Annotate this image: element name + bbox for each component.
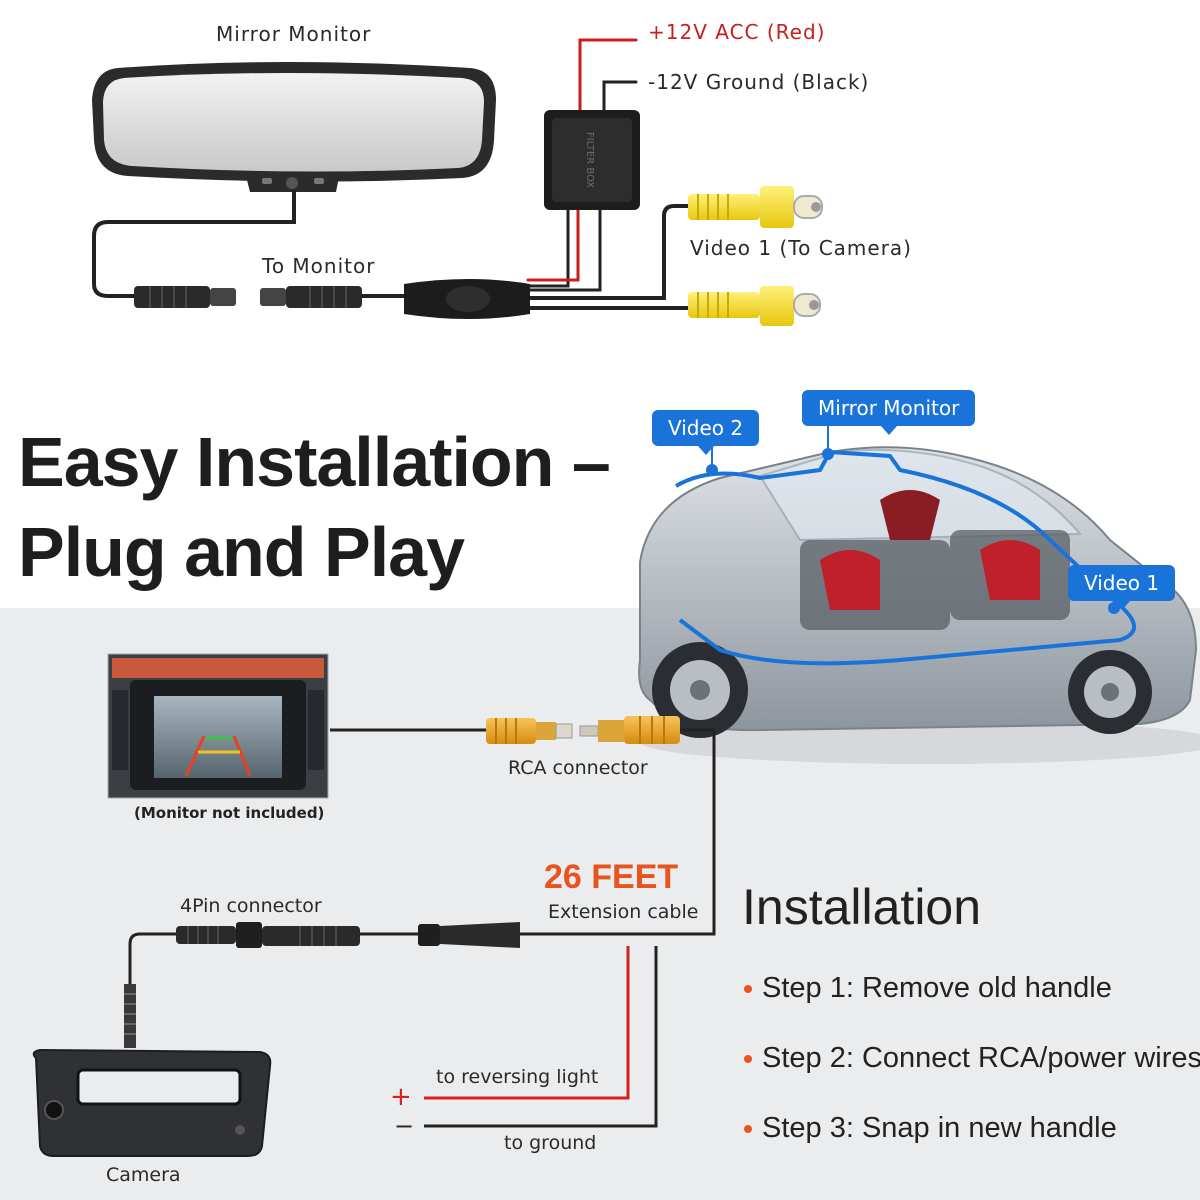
- car-cutaway-illustration: [638, 424, 1200, 764]
- mirror-monitor-illustration: [92, 62, 496, 192]
- acc-wire-label: +12V ACC (Red): [648, 20, 826, 44]
- mirror-monitor-label: Mirror Monitor: [216, 22, 372, 46]
- bottom-wiring: [128, 728, 716, 1128]
- callout-mirror-monitor: Mirror Monitor: [802, 390, 976, 435]
- four-pin-connector-label: 4Pin connector: [180, 895, 322, 917]
- installation-step-2: Step 2: Connect RCA/power wires: [744, 1042, 1200, 1075]
- four-pin-connectors: [176, 922, 520, 948]
- step-text: Step 2: Connect RCA/power wires: [762, 1042, 1200, 1074]
- negative-sign: −: [394, 1112, 415, 1140]
- camera-label: Camera: [106, 1164, 181, 1186]
- rca-connector-pair: [486, 716, 680, 744]
- step-bullet-icon: [744, 1125, 752, 1134]
- step-bullet-icon: [744, 1055, 752, 1064]
- vehicle-screen-photo: [107, 653, 329, 799]
- power-filter-box: FILTER BOX: [544, 110, 640, 210]
- extension-cable-label: Extension cable: [548, 901, 699, 923]
- video1-rca-yellow-top: [688, 186, 823, 228]
- monitor-not-included-note: (Monitor not included): [134, 804, 325, 822]
- installation-title: Installation: [742, 879, 982, 935]
- callout-video-1: Video 1: [1068, 565, 1176, 610]
- svg-text:FILTER BOX: FILTER BOX: [584, 132, 595, 188]
- step-text: Step 1: Remove old handle: [762, 972, 1112, 1004]
- installation-step-3: Step 3: Snap in new handle: [744, 1112, 1117, 1145]
- rca-connector-label: RCA connector: [508, 757, 648, 779]
- to-ground-label: to ground: [504, 1132, 597, 1154]
- callout-video-2: Video 2: [652, 410, 760, 455]
- step-bullet-icon: [744, 985, 752, 994]
- to-monitor-connectors: [134, 279, 530, 319]
- positive-sign: +: [390, 1082, 412, 1112]
- headline-line-2: Plug and Play: [18, 513, 465, 591]
- headline-line-1: Easy Installation –: [18, 423, 611, 501]
- ground-wire-label: -12V Ground (Black): [648, 70, 870, 94]
- top-wiring: [92, 38, 692, 310]
- video2-rca-yellow-bottom: [688, 286, 821, 326]
- cable-length-label: 26 FEET: [544, 858, 679, 896]
- video1-camera-label: Video 1 (To Camera): [690, 236, 912, 260]
- step-text: Step 3: Snap in new handle: [762, 1112, 1117, 1144]
- to-monitor-label: To Monitor: [262, 254, 376, 278]
- installation-step-1: Step 1: Remove old handle: [744, 972, 1112, 1005]
- camera-handle-illustration: [32, 984, 272, 1157]
- reversing-light-label: to reversing light: [436, 1066, 599, 1088]
